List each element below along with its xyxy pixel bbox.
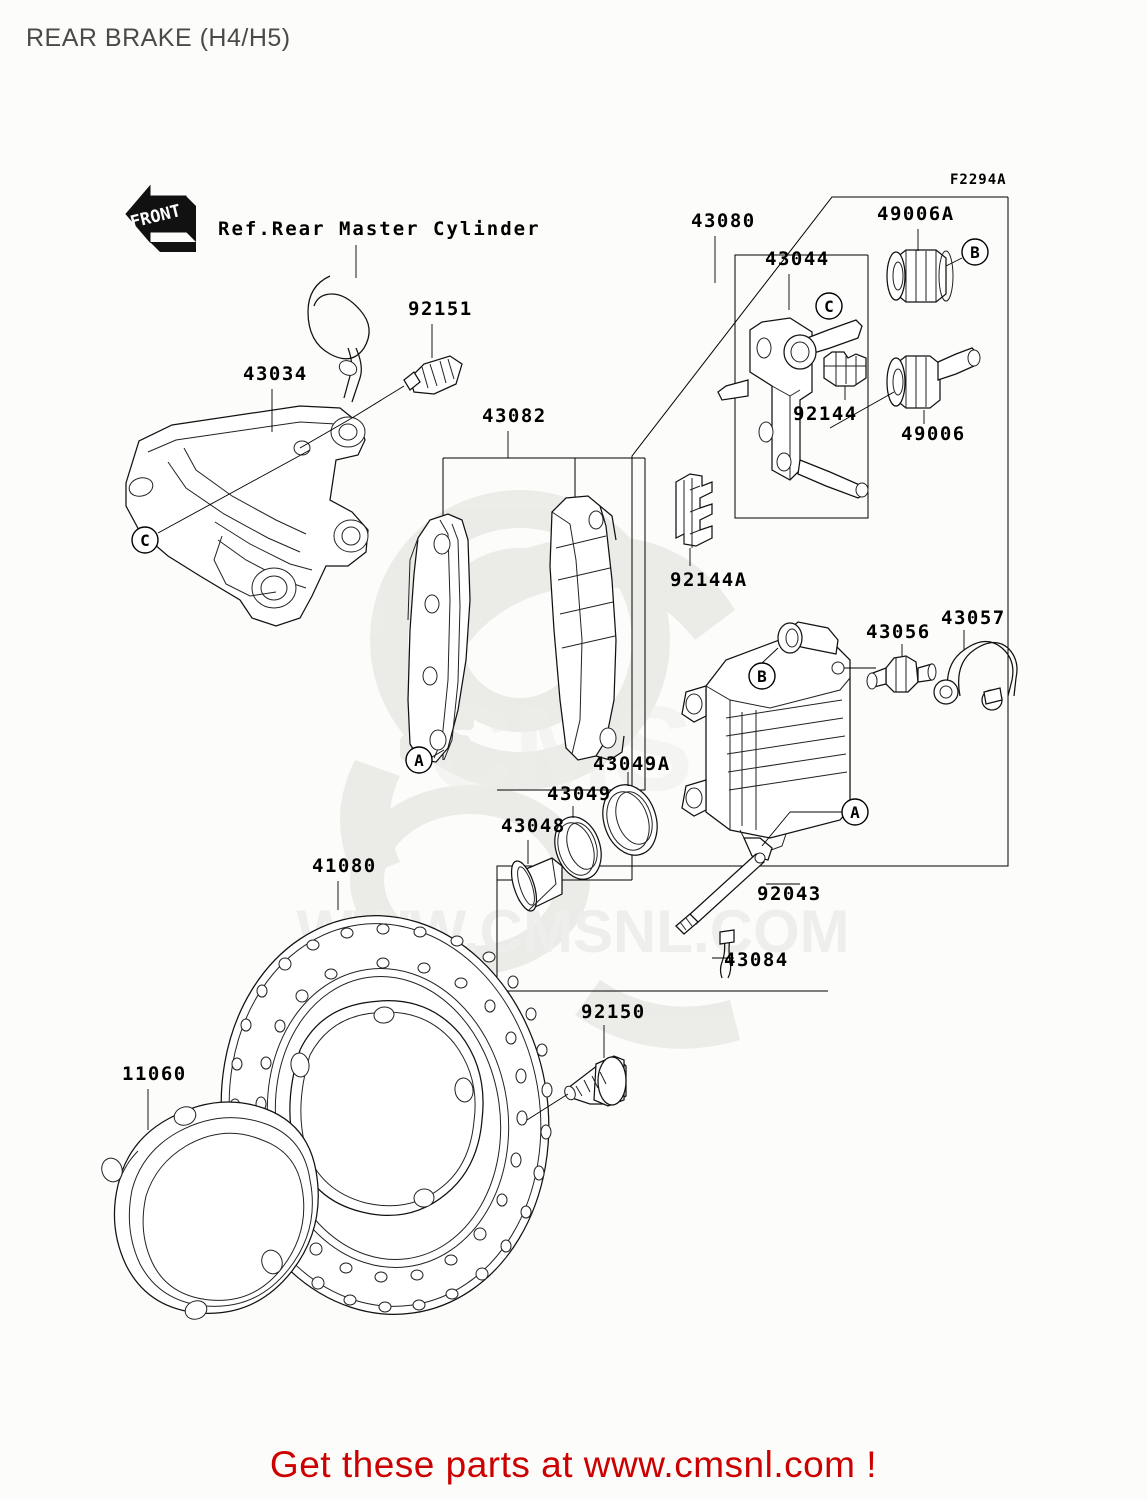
- front-arrow-icon: FRONT: [125, 184, 196, 252]
- svg-text:C: C: [824, 297, 834, 316]
- callout-a-caliper: A: [761, 798, 869, 847]
- callout-c-left: C: [131, 449, 311, 554]
- label-11060: 11060: [122, 1063, 187, 1085]
- part-torque-link-43034: [125, 405, 369, 627]
- part-cotter-pin-43084: [712, 929, 735, 979]
- label-43049: 43049: [547, 783, 612, 805]
- label-49006A: 49006A: [877, 203, 955, 225]
- svg-text:A: A: [414, 751, 424, 770]
- svg-text:B: B: [970, 243, 980, 262]
- part-slide-pin-92043: [675, 852, 800, 935]
- callout-a-pads: A: [405, 746, 445, 774]
- svg-text:B: B: [757, 667, 767, 686]
- part-boot-49006A: [886, 249, 954, 303]
- part-spring-clip-92144: [823, 351, 867, 400]
- label-43084: 43084: [724, 949, 789, 971]
- diagram-code: F2294A: [950, 172, 1007, 188]
- label-43034: 43034: [243, 363, 308, 385]
- label-92043: 92043: [757, 883, 822, 905]
- part-caliper-holder-43044: [717, 317, 869, 499]
- label-49006: 49006: [901, 423, 966, 445]
- label-43044: 43044: [765, 248, 830, 270]
- label-92144: 92144: [793, 403, 858, 425]
- part-boot-49006: [829, 347, 981, 429]
- part-bleed-valve-43056: [866, 644, 937, 693]
- part-pad-shim-92144A: [675, 473, 713, 566]
- label-92144A: 92144A: [670, 569, 748, 591]
- callout-b-upper: B: [945, 238, 989, 267]
- reference-note: Ref.Rear Master Cylinder: [218, 218, 541, 240]
- label-43056: 43056: [866, 621, 931, 643]
- callout-b-caliper: B: [748, 647, 779, 690]
- part-brake-hose-43057: [933, 630, 1018, 711]
- part-disc-bolt-92150: [526, 1025, 627, 1121]
- label-41080: 41080: [312, 855, 377, 877]
- part-piston-seal-43049: [554, 806, 602, 880]
- label-92151: 92151: [408, 298, 473, 320]
- part-brake-pad-outer: [549, 495, 625, 761]
- part-gasket-11060: [101, 1101, 319, 1320]
- part-piston-43048: [510, 840, 563, 912]
- label-92150: 92150: [581, 1001, 646, 1023]
- page-title: REAR BRAKE (H4/H5): [26, 24, 291, 52]
- label-43048: 43048: [501, 815, 566, 837]
- label-43049A: 43049A: [593, 753, 671, 775]
- part-dust-seal-43049A: [602, 772, 658, 856]
- disc-drill-holes: [229, 923, 553, 1313]
- svg-text:C: C: [140, 531, 150, 550]
- part-brake-pad-inner: [407, 513, 471, 763]
- part-pin-bolt-92151: [299, 355, 463, 449]
- callout-c-upper: C: [815, 292, 843, 320]
- part-caliper-body: [681, 621, 876, 861]
- footer-cta: Get these parts at www.cmsnl.com !: [269, 1444, 878, 1485]
- group-box-43044: [734, 254, 869, 519]
- label-43057: 43057: [941, 607, 1006, 629]
- label-43082: 43082: [482, 405, 547, 427]
- svg-text:A: A: [850, 803, 860, 822]
- part-master-cylinder-hook: [307, 275, 370, 403]
- label-43080: 43080: [691, 210, 756, 232]
